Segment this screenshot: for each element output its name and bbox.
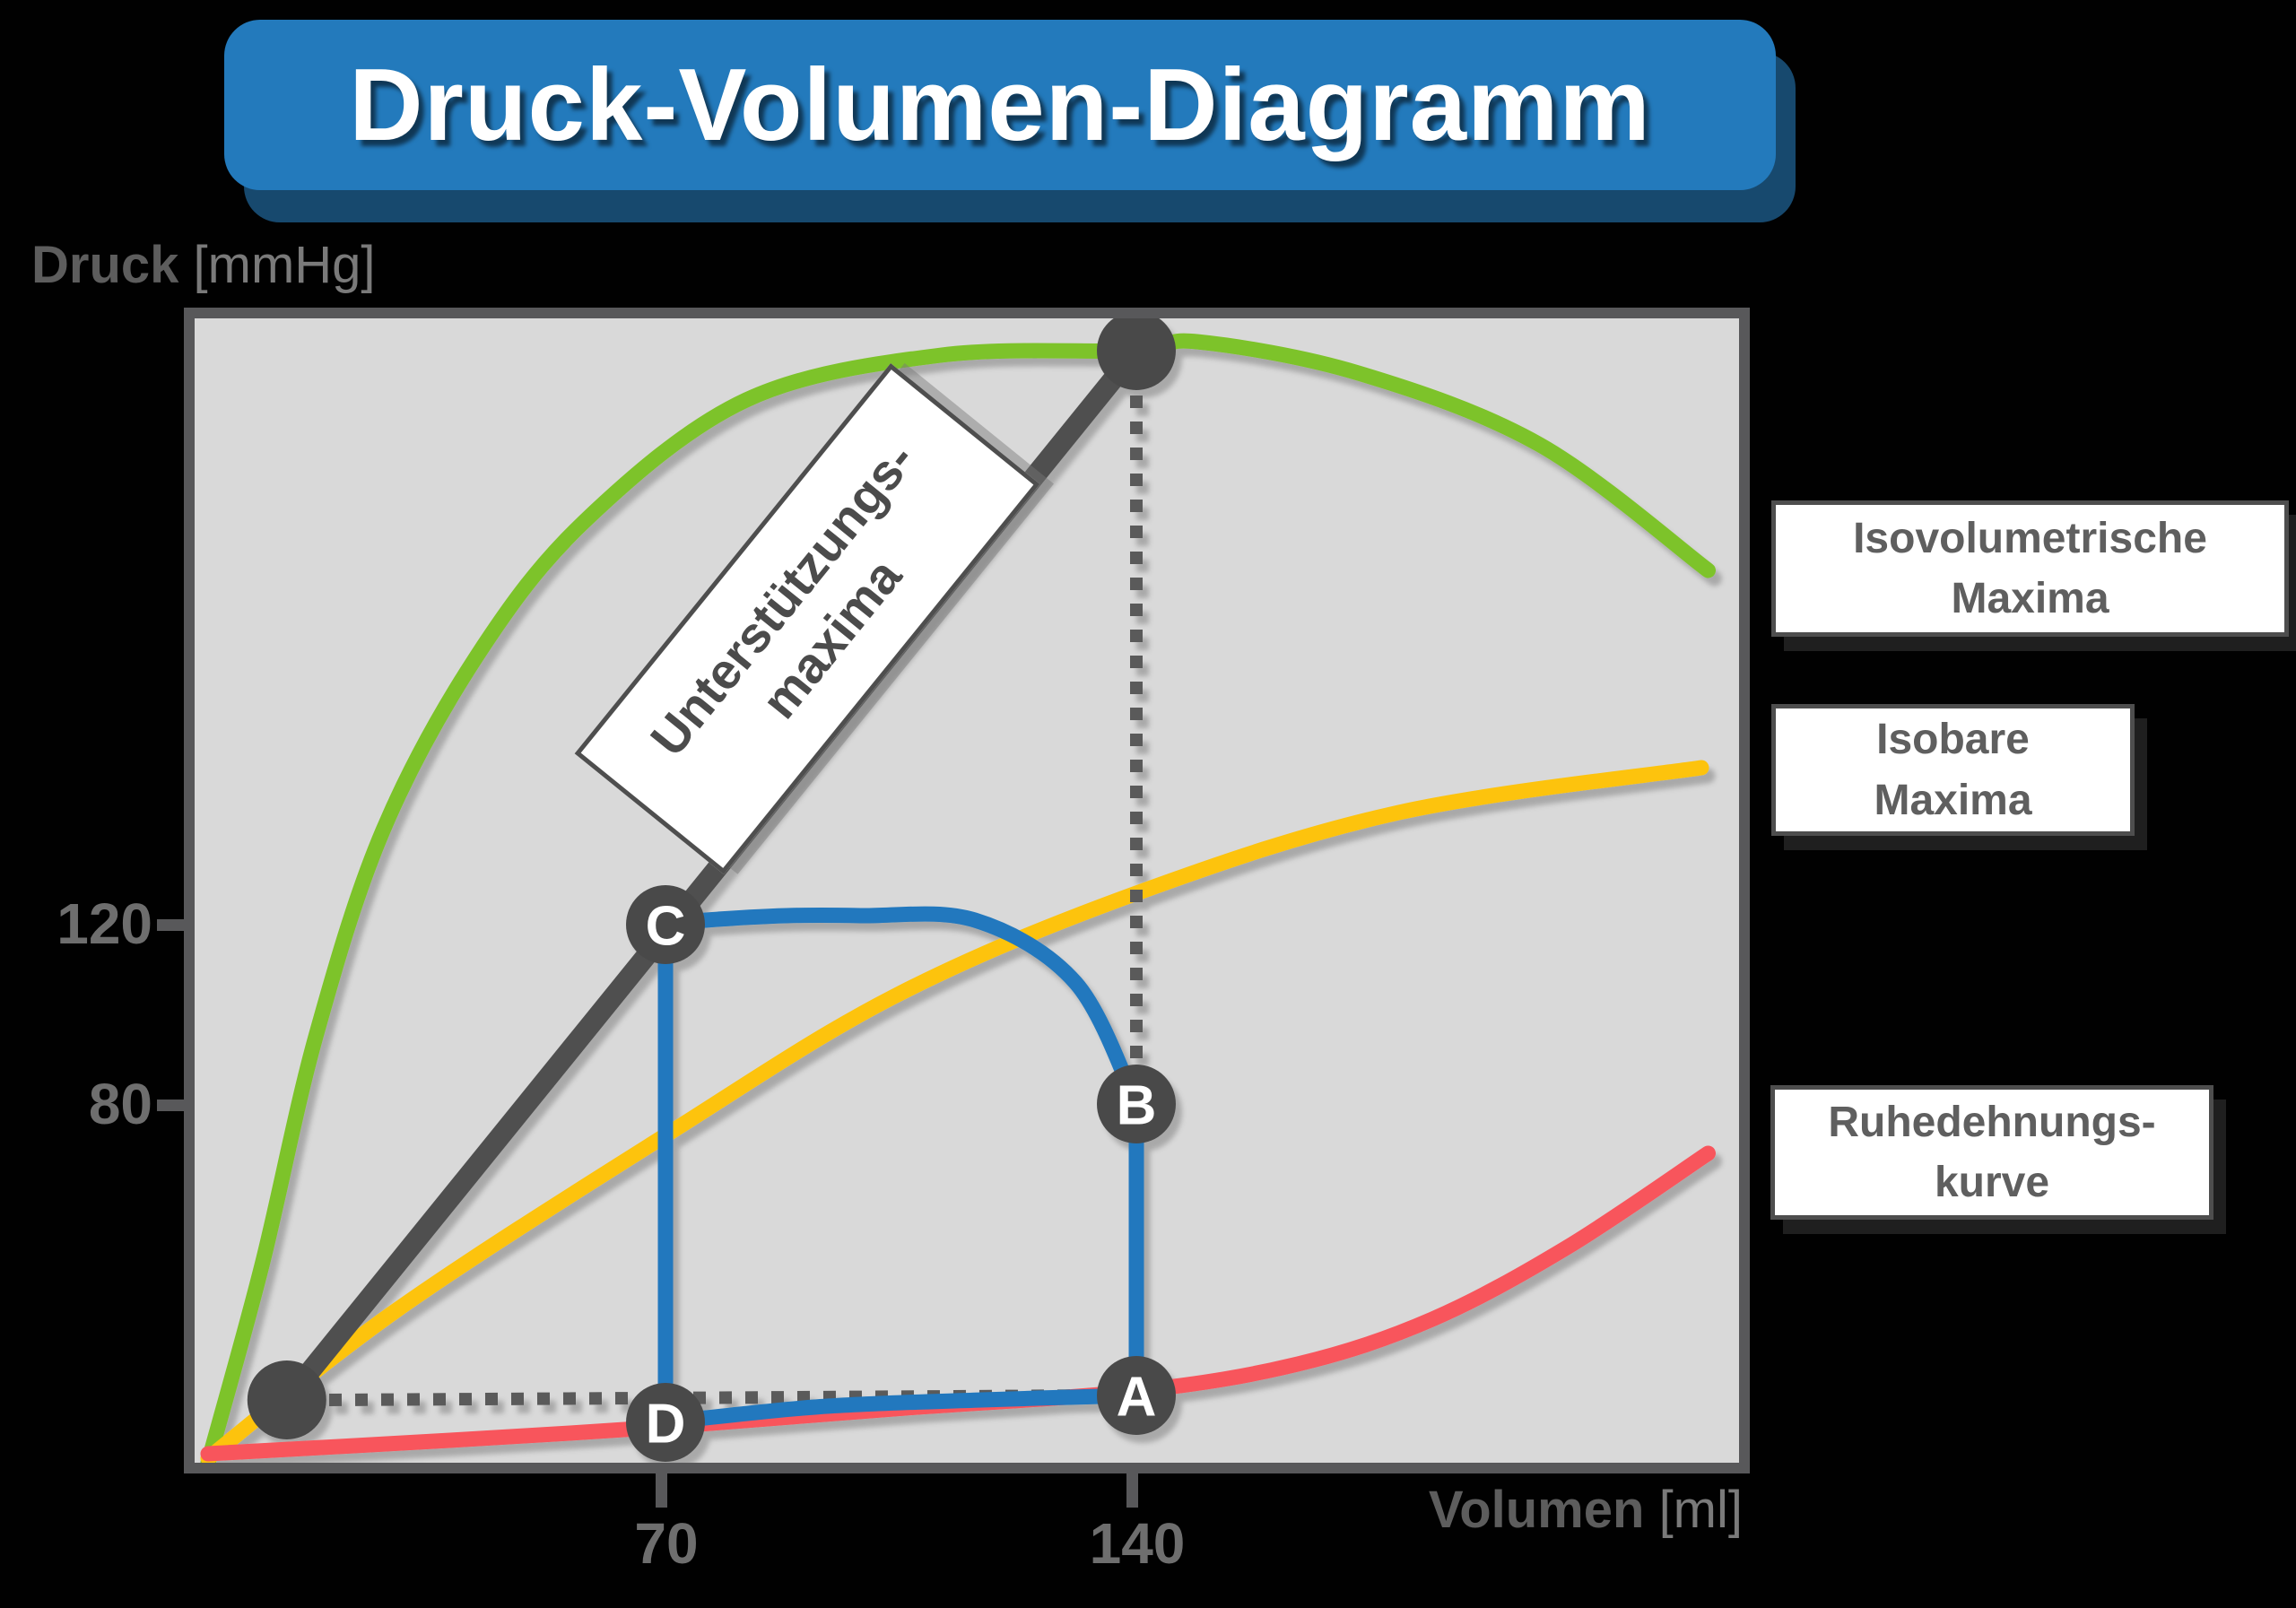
point-label-D: D — [646, 1393, 686, 1455]
legend-isobare-maxima: Isobare Maxima — [1771, 704, 2135, 836]
legend-isovolumetrische-line2: Maxima — [1951, 575, 2109, 622]
y-axis-name: Druck — [31, 236, 179, 294]
curve-loop-austreibung-b-c — [657, 906, 1144, 1112]
curves-canvas: C B A D — [200, 318, 1716, 1463]
y-axis-unit: [mmHg] — [193, 236, 376, 294]
anchor-dot — [247, 1360, 326, 1439]
y-tick-mark-120 — [157, 919, 195, 931]
legend-isobare-line2: Maxima — [1874, 776, 2032, 824]
point-label-C: C — [646, 895, 686, 957]
y-tick-label-80: 80 — [88, 1072, 152, 1136]
legend-isobare-line1: Isobare — [1876, 716, 2030, 764]
point-A — [1097, 1356, 1176, 1435]
curve-loop-fuellung-d-a — [657, 1387, 1144, 1430]
curve-isovolumetrische-maxima — [200, 333, 1716, 1463]
curve-isobare-maxima — [200, 760, 1709, 1463]
page-title: Druck-Volumen-Diagramm — [349, 48, 1651, 162]
y-axis-caption: Druck [mmHg] — [31, 235, 376, 295]
point-C — [626, 885, 705, 964]
anchor-dot — [1097, 318, 1176, 390]
legend-ruhedehnungskurve: Ruhedehnungs- kurve — [1770, 1085, 2213, 1220]
legend-isovolumetrische-line1: Isovolumetrische — [1853, 514, 2207, 562]
x-tick-mark-70 — [656, 1473, 667, 1508]
legend-isovolumetrische-maxima: Isovolumetrische Maxima — [1771, 500, 2289, 637]
point-label-B: B — [1117, 1074, 1157, 1136]
title-banner: Druck-Volumen-Diagramm — [224, 20, 1776, 190]
x-axis-unit: [ml] — [1658, 1481, 1743, 1539]
curve-ruhedehnungskurve — [200, 1145, 1716, 1462]
legend-ruhedehnung-line2: kurve — [1934, 1159, 2050, 1206]
point-label-A: A — [1117, 1366, 1157, 1428]
x-tick-label-140: 140 — [1089, 1511, 1186, 1576]
x-tick-mark-140 — [1126, 1473, 1138, 1508]
y-tick-mark-80 — [157, 1100, 195, 1111]
x-axis-name: Volumen — [1428, 1481, 1645, 1539]
point-D — [626, 1383, 705, 1462]
x-axis-caption: Volumen [ml] — [1345, 1480, 1743, 1540]
x-tick-label-70: 70 — [634, 1511, 699, 1576]
point-B — [1097, 1065, 1176, 1143]
legend-ruhedehnung-line1: Ruhedehnungs- — [1828, 1098, 2156, 1146]
y-tick-label-120: 120 — [57, 891, 152, 956]
